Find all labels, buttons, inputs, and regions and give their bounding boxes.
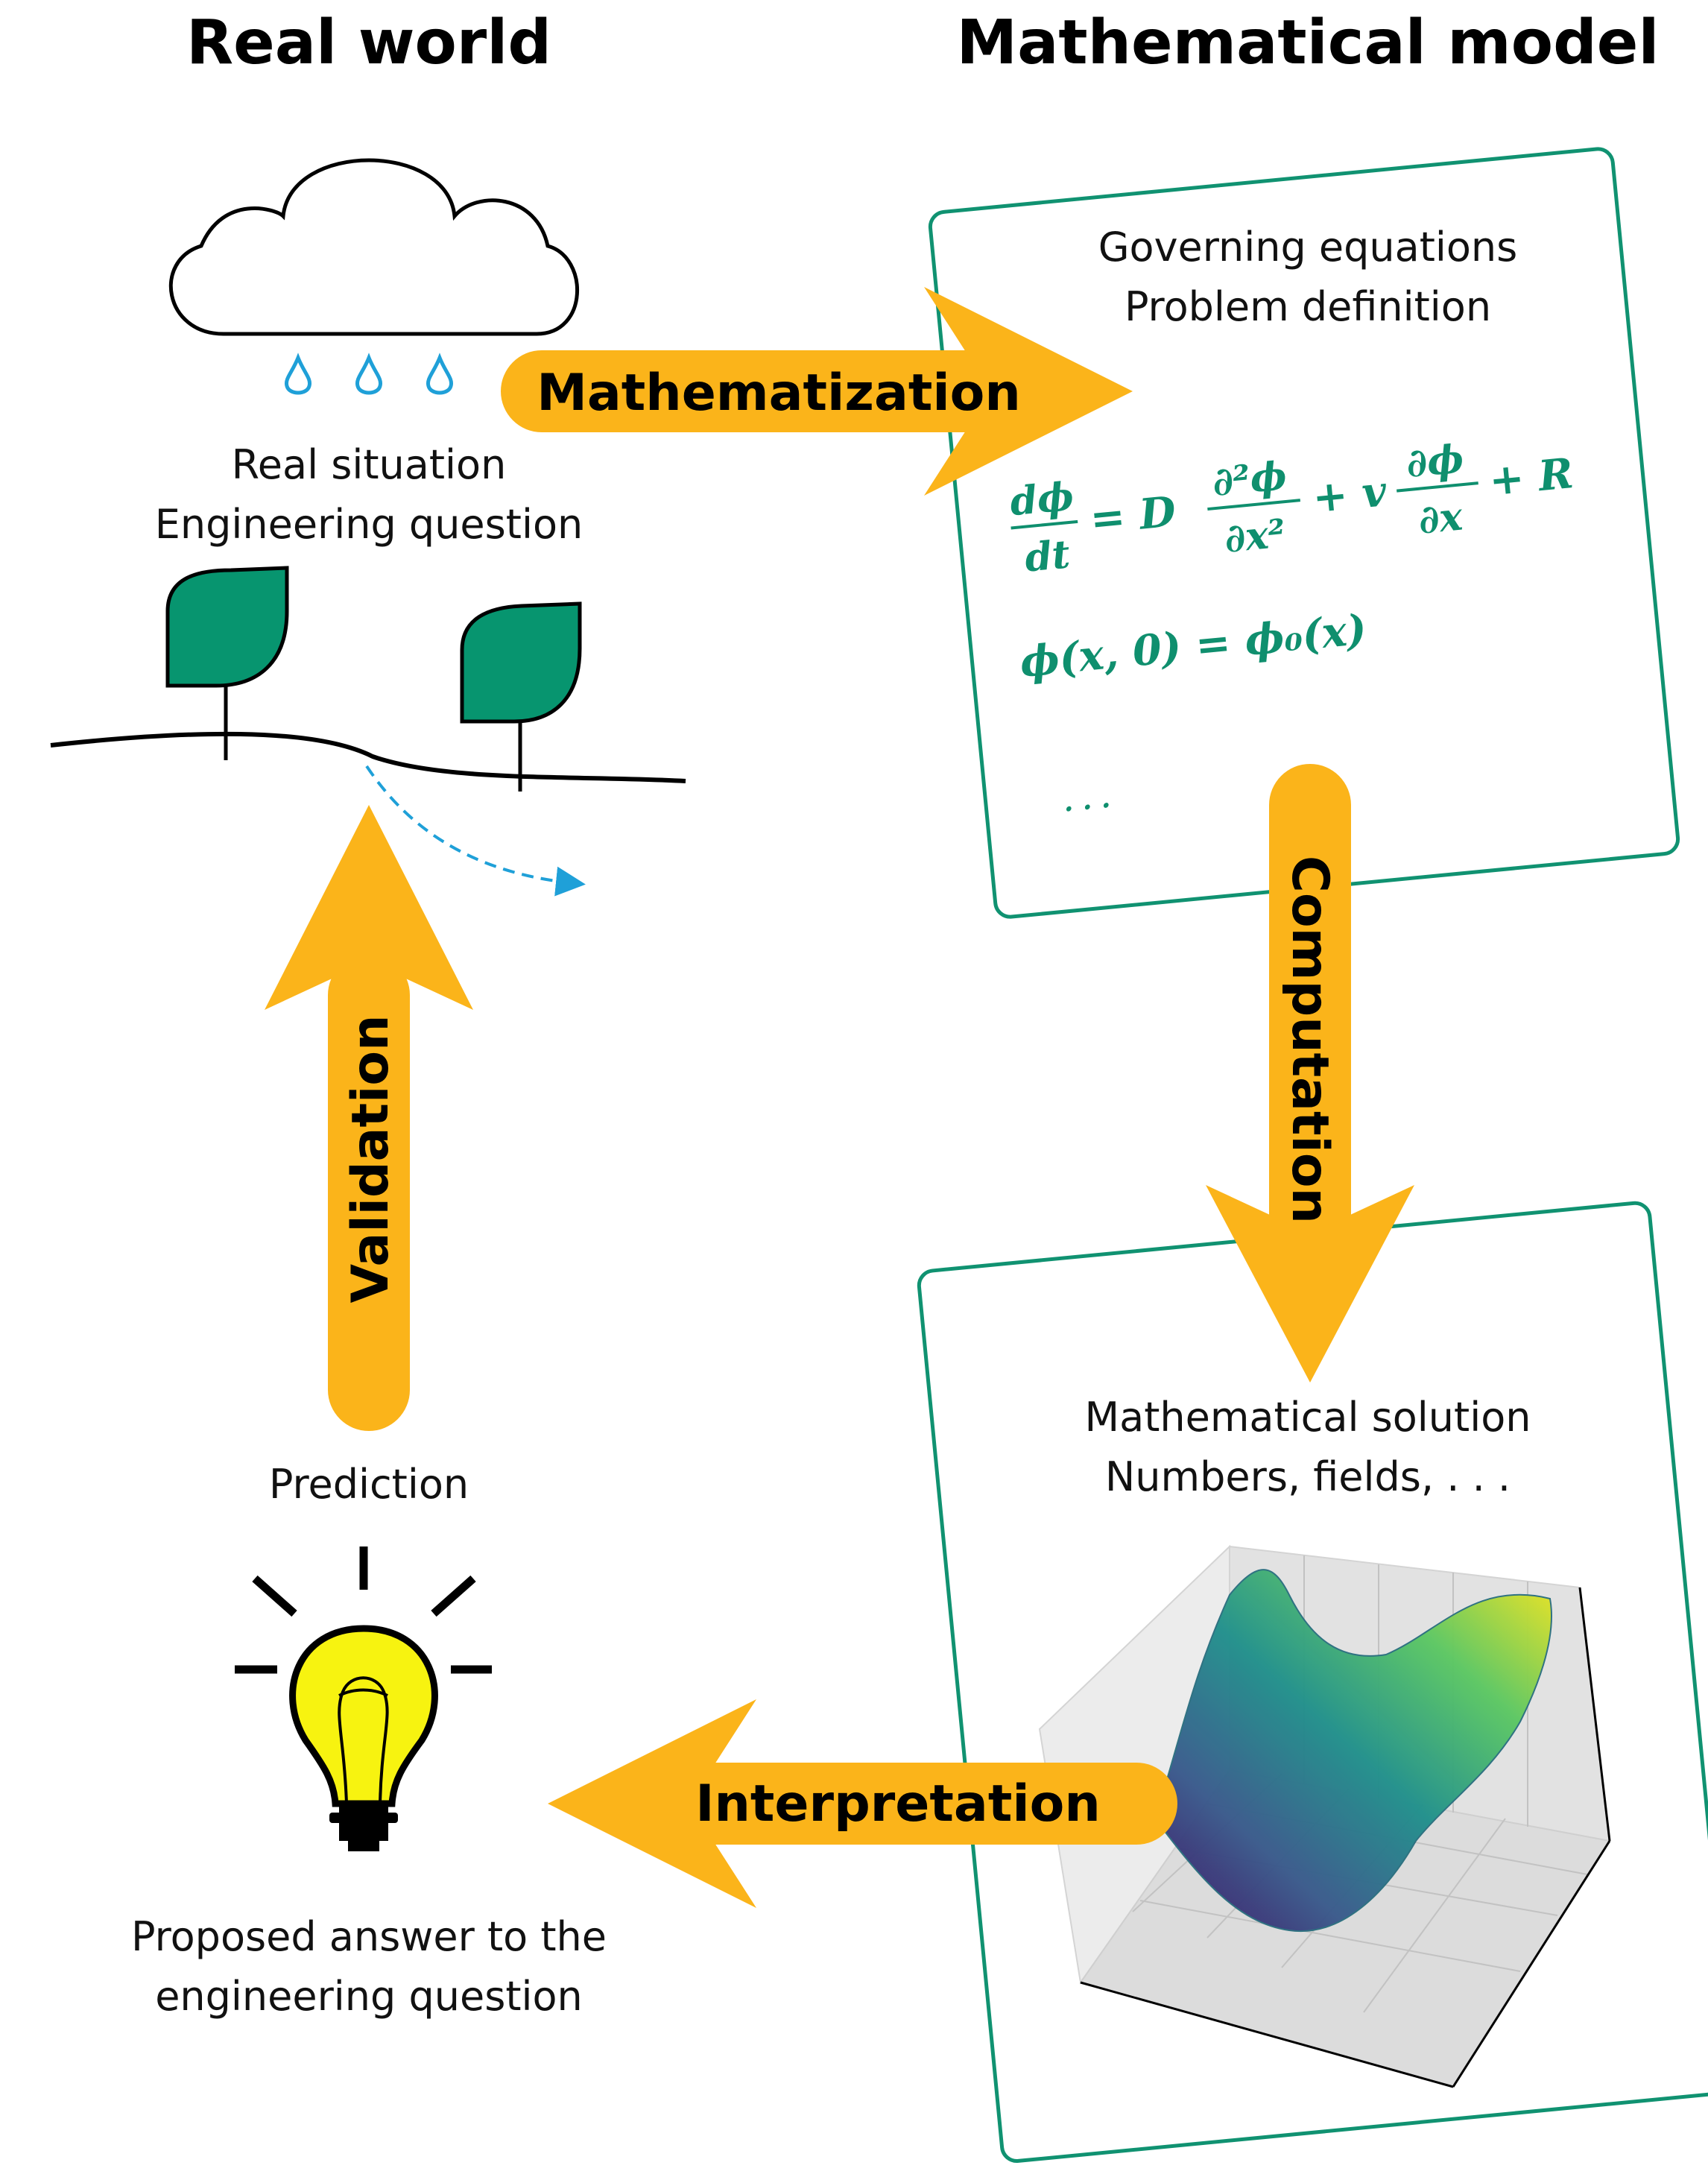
validation-arrow bbox=[265, 805, 473, 1431]
eq-frac1-den: ∂x² bbox=[1223, 511, 1288, 562]
problem-definition-label: Problem definition bbox=[1125, 283, 1491, 330]
heading-real-world: Real world bbox=[186, 7, 551, 78]
eq-plus-v: + v bbox=[1310, 467, 1389, 522]
proposed-answer-line2: engineering question bbox=[155, 1973, 583, 2020]
mathematization-label: Mathematization bbox=[537, 364, 1021, 423]
computation-arrow bbox=[1206, 764, 1414, 1383]
computation-label: Computation bbox=[1280, 856, 1339, 1224]
eq-lhs-den: dt bbox=[1022, 531, 1072, 581]
proposed-answer-line1: Proposed answer to the bbox=[131, 1913, 607, 1960]
tree-icon bbox=[165, 566, 289, 760]
eq-lhs-num: dϕ bbox=[1008, 473, 1076, 525]
cloud-icon bbox=[168, 158, 579, 336]
prediction-label: Prediction bbox=[269, 1461, 469, 1508]
tree-icon bbox=[460, 601, 582, 792]
engineering-question-label: Engineering question bbox=[155, 501, 583, 548]
validation-label: Validation bbox=[341, 1015, 400, 1304]
eq-frac2-num: ∂ϕ bbox=[1405, 436, 1466, 487]
equation-ellipsis: · · · bbox=[1063, 789, 1112, 825]
lightbulb-icon bbox=[235, 1546, 492, 1851]
eq-frac1-num: ∂²ϕ bbox=[1210, 453, 1288, 505]
real-situation-label: Real situation bbox=[232, 441, 507, 488]
governing-equations-label: Governing equations bbox=[1098, 224, 1518, 271]
heading-mathematical-model: Mathematical model bbox=[957, 7, 1660, 78]
eq-frac2-den: ∂x bbox=[1417, 493, 1465, 543]
numbers-fields-label: Numbers, fields, . . . bbox=[1105, 1453, 1511, 1500]
water-flow-icon bbox=[365, 765, 586, 897]
eq-equals-d: = D bbox=[1088, 487, 1178, 544]
raindrop-icon bbox=[284, 353, 454, 395]
eq-plus-r: + R bbox=[1487, 449, 1575, 506]
mathematization-arrow bbox=[501, 287, 1133, 496]
interpretation-label: Interpretation bbox=[695, 1775, 1101, 1833]
mathematical-solution-label: Mathematical solution bbox=[1085, 1394, 1531, 1441]
ground-line bbox=[50, 731, 686, 783]
interpretation-arrow bbox=[548, 1699, 1177, 1908]
